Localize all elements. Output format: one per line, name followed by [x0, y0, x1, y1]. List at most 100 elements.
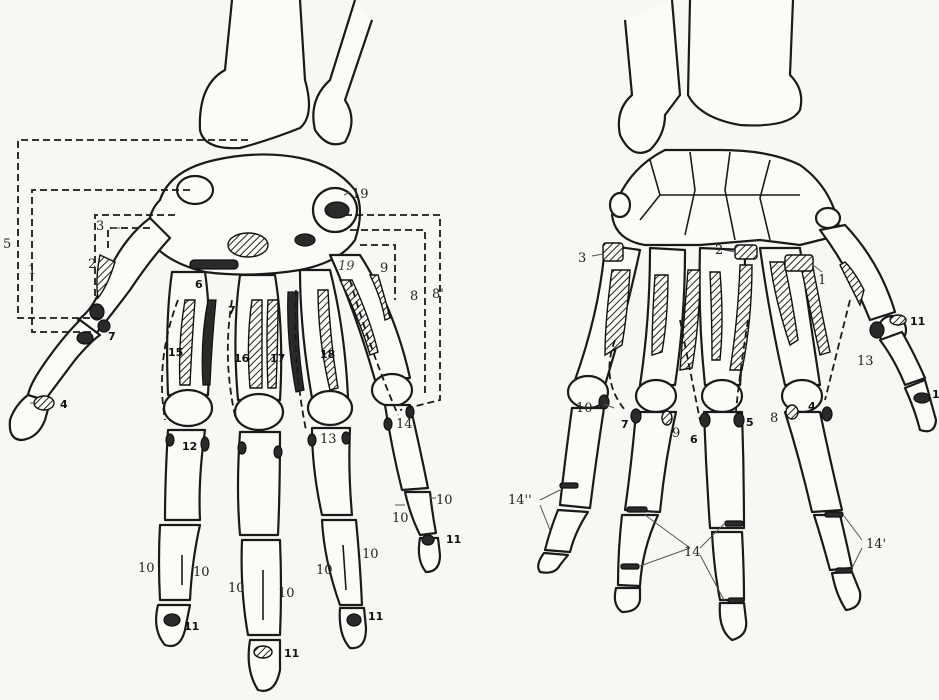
- right-thumb-metacarpal: [820, 225, 895, 320]
- left-mark-f3a: [308, 434, 316, 446]
- right-label-1-thumb: 1: [932, 388, 939, 401]
- left-label-11c: 11: [368, 610, 383, 623]
- right-mark-3: [603, 243, 623, 261]
- right-leader-14pp-a: [540, 490, 560, 500]
- left-label-1: 1: [28, 263, 36, 278]
- right-f5-middle: [545, 510, 588, 552]
- left-label-11d: 11: [446, 533, 461, 546]
- left-head-5: [164, 390, 212, 426]
- left-label-9: 9: [380, 261, 388, 276]
- left-label-17: 17: [270, 352, 285, 365]
- left-mark-12: [201, 437, 209, 451]
- right-label-5: 5: [746, 416, 754, 429]
- right-mark-9: [662, 411, 672, 425]
- left-label-7a: 7: [108, 330, 116, 343]
- right-mark-1: [785, 255, 813, 271]
- right-band-f5: [560, 483, 578, 488]
- right-label-2: 2: [715, 243, 723, 258]
- right-f5-proximal: [560, 408, 604, 508]
- right-leader-14p-a: [844, 516, 862, 540]
- left-f5-middle: [159, 525, 200, 600]
- right-f2-proximal: [785, 412, 842, 512]
- left-label-2: 2: [88, 257, 96, 272]
- left-label-16: 16: [234, 352, 250, 365]
- right-band-f4b: [621, 564, 639, 569]
- right-band-f4: [627, 507, 647, 512]
- right-leader-3: [592, 254, 603, 256]
- right-leader-14p-b: [852, 548, 862, 568]
- left-mark-f5: [166, 434, 174, 446]
- left-label-6: 6: [195, 278, 203, 291]
- right-strip-d: [710, 272, 722, 360]
- right-f4-distal: [615, 588, 640, 612]
- right-label-11: 11: [910, 315, 925, 328]
- right-label-6: 6: [690, 433, 698, 446]
- left-label-18: 18: [320, 348, 335, 361]
- left-mark-f2a: [384, 418, 392, 430]
- right-f3-distal: [720, 603, 746, 640]
- right-mark-10: [599, 395, 609, 409]
- right-mark-1-thumb: [914, 393, 930, 403]
- left-label-10c: 10: [228, 581, 245, 596]
- left-mark-f4b: [274, 446, 282, 458]
- left-label-19a: 19: [352, 187, 369, 202]
- right-mark-8: [786, 405, 798, 419]
- right-leader-14-b: [640, 548, 690, 566]
- left-label-11a: 11: [184, 620, 199, 633]
- left-head-3: [308, 391, 352, 425]
- left-label-12: 12: [182, 440, 197, 453]
- right-trapezium: [816, 208, 840, 228]
- left-label-4: 4: [60, 398, 68, 411]
- left-label-10d: 10: [278, 586, 295, 601]
- left-strip-17: [267, 300, 278, 388]
- right-label-14pp: 14'': [508, 493, 532, 508]
- left-mark-f4a: [238, 442, 246, 454]
- right-label-13: 13: [857, 354, 874, 369]
- left-label-10e: 10: [316, 563, 333, 578]
- left-label-15: 15: [168, 346, 183, 359]
- left-label-13: 13: [320, 432, 337, 447]
- right-band-f3: [725, 521, 743, 526]
- left-label-5: 5: [3, 237, 11, 252]
- right-f3-proximal: [704, 412, 744, 528]
- right-radius: [688, 0, 801, 125]
- right-label-1: 1: [818, 273, 826, 288]
- left-mark-6: [190, 260, 238, 269]
- right-mark-11: [890, 315, 906, 325]
- left-label-10f: 10: [362, 547, 379, 562]
- right-label-14: 14: [684, 545, 701, 560]
- right-f3-middle: [712, 532, 744, 600]
- left-ulna: [313, 0, 372, 144]
- left-mark-11-f3: [347, 614, 361, 626]
- left-sesamoid-c: [77, 332, 93, 344]
- left-label-7b: 7: [228, 304, 236, 317]
- right-f5-distal: [538, 553, 568, 573]
- right-mark-6: [700, 413, 710, 427]
- right-label-8: 8: [770, 411, 778, 426]
- left-label-8: 8: [410, 289, 418, 304]
- left-label-14: 14: [396, 417, 413, 432]
- left-mark-4: [34, 396, 54, 410]
- right-head-4: [636, 380, 676, 412]
- left-label-10g: 10: [436, 493, 453, 508]
- right-label-3: 3: [578, 251, 586, 266]
- right-mark-13: [870, 322, 884, 338]
- left-mark-11-f2: [422, 535, 434, 545]
- right-hand: 3 2 1 10 7 9 6 5 8 4 13 11 1 14'' 14 14': [508, 0, 939, 640]
- right-label-4: 4: [808, 400, 816, 413]
- right-band-f2b: [836, 568, 852, 573]
- left-label-19b: 19: [338, 259, 355, 274]
- right-f4-middle: [618, 515, 658, 586]
- right-f2-distal: [832, 572, 860, 610]
- left-mark-9: [295, 234, 315, 246]
- right-mark-4: [822, 407, 832, 421]
- right-f4-proximal: [625, 412, 676, 512]
- left-label-8p: 8': [432, 287, 444, 302]
- left-radius: [200, 0, 309, 148]
- left-label-10a: 10: [138, 561, 155, 576]
- right-ulna: [619, 0, 680, 153]
- right-thumb-proximal: [880, 332, 925, 385]
- right-mark-7: [631, 409, 641, 423]
